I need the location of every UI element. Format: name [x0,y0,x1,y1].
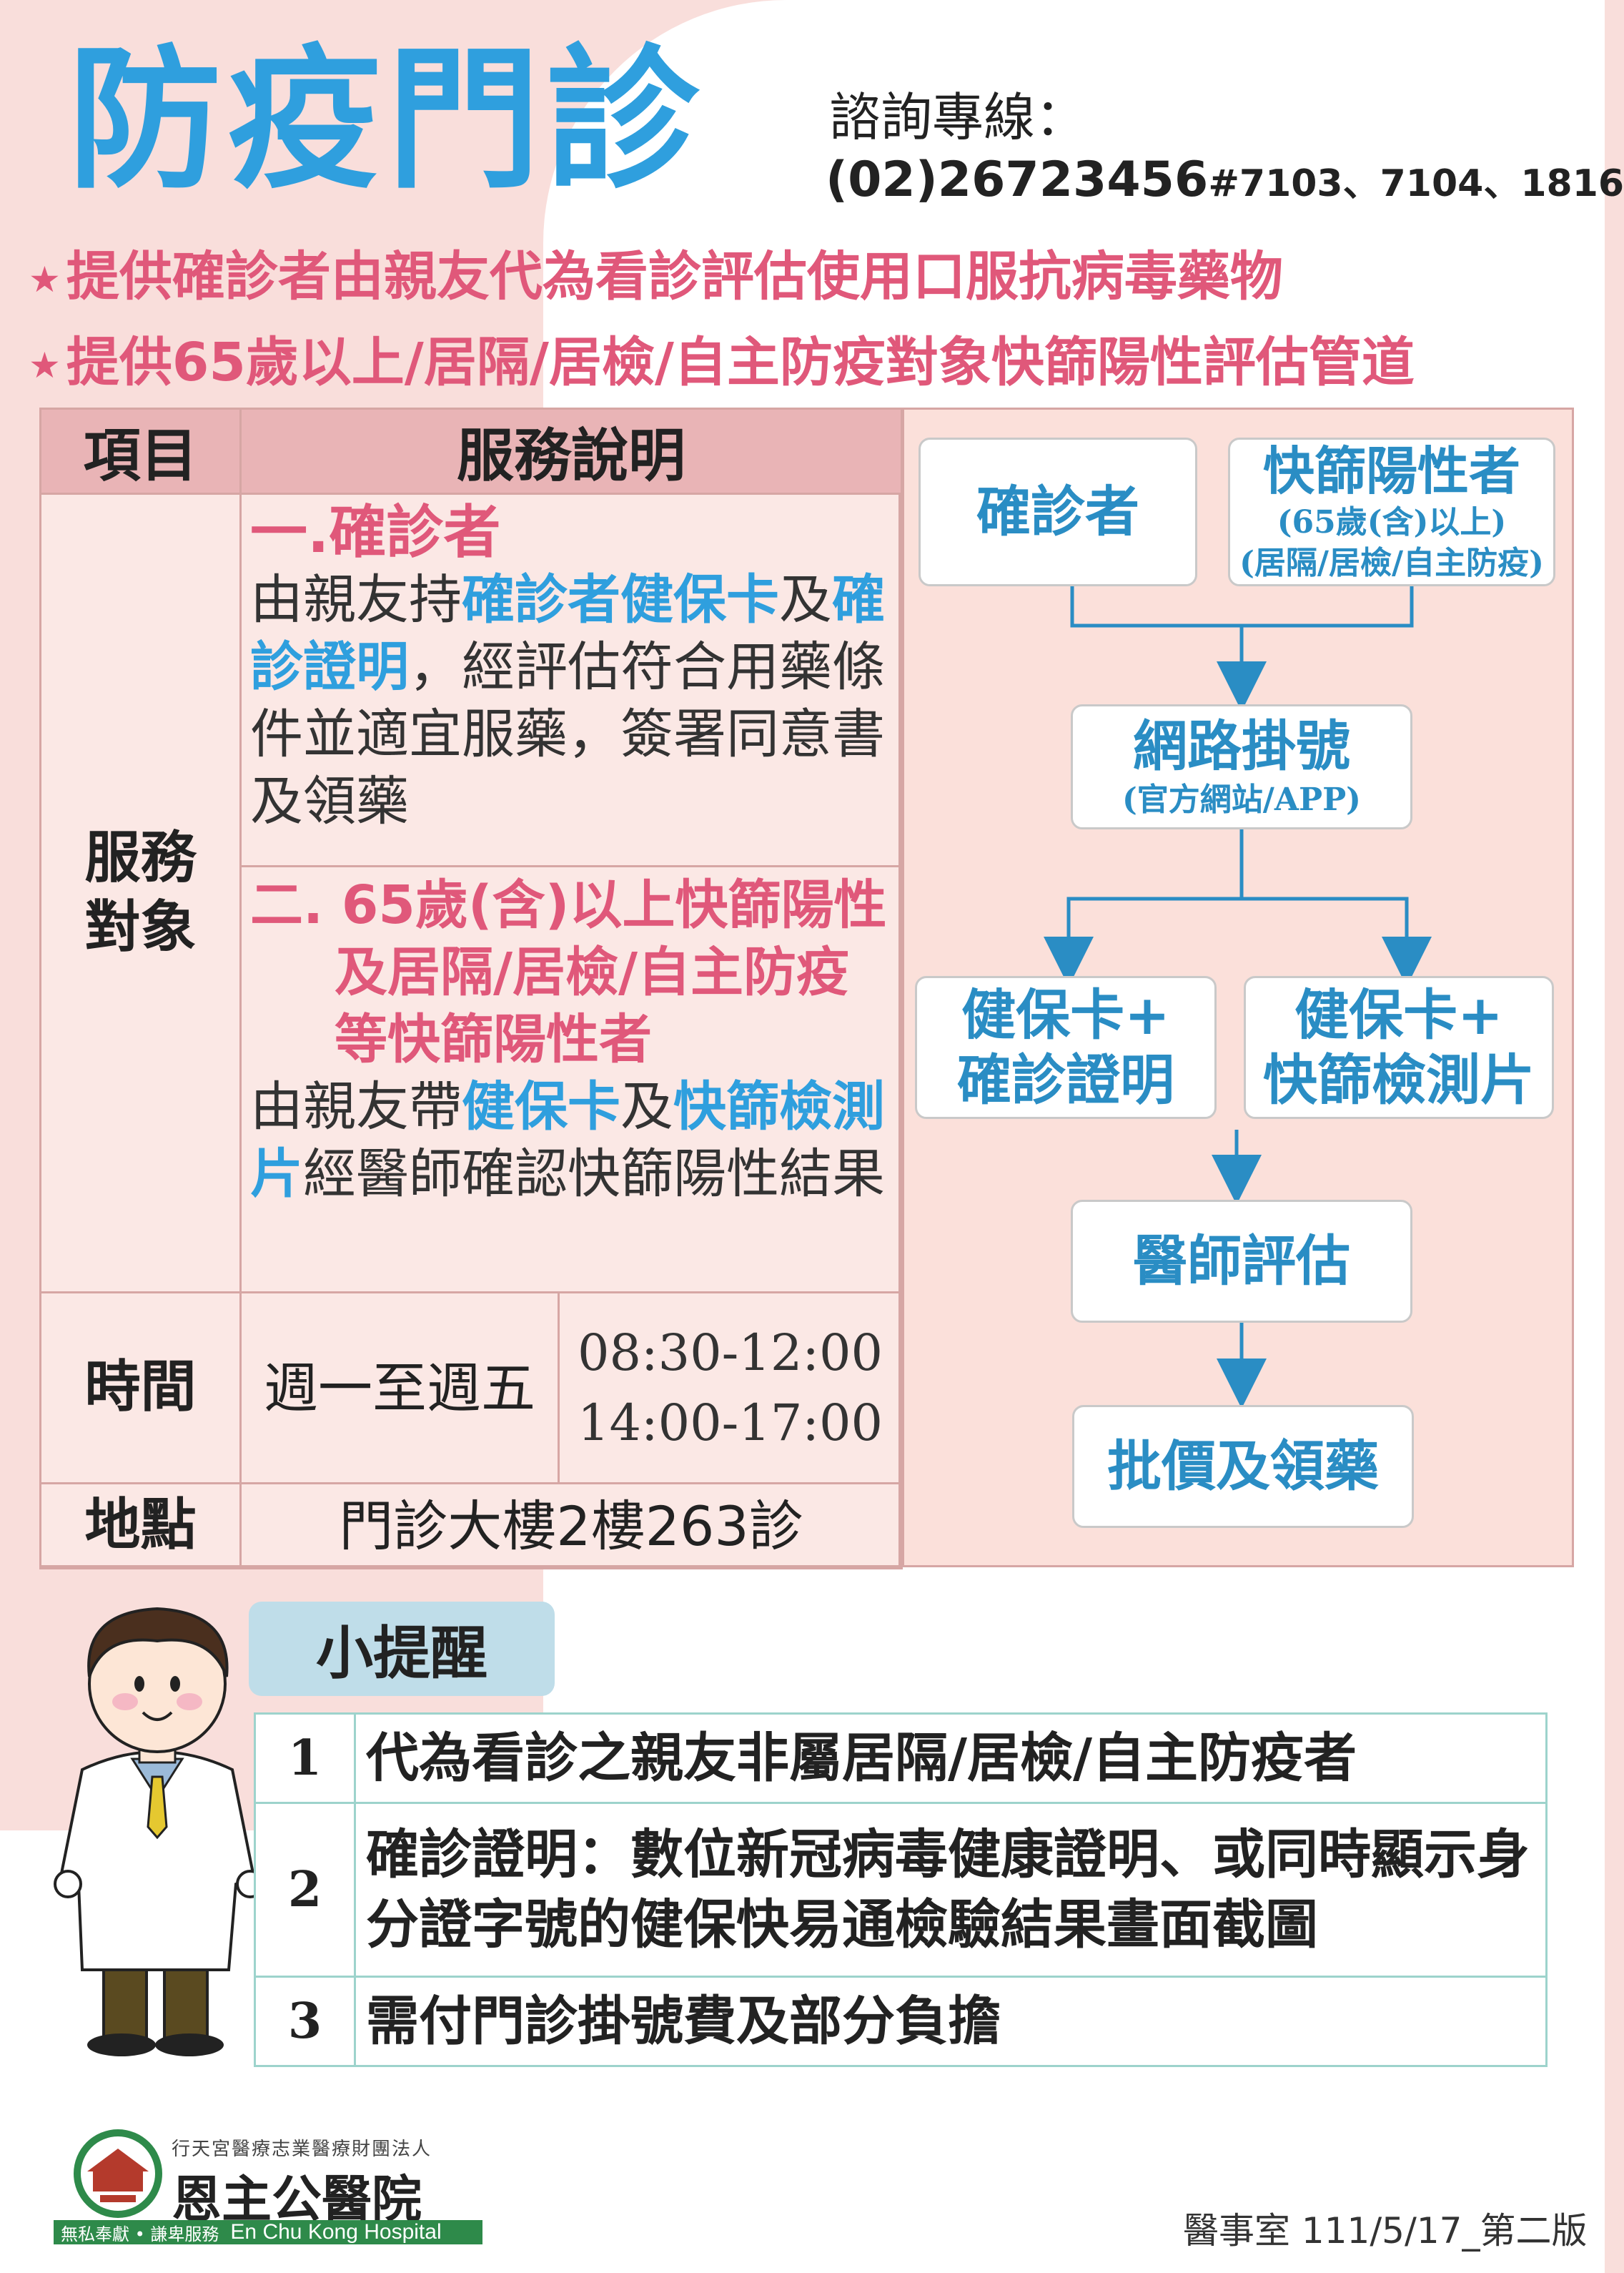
flow-pharmacy-label: 批價及領藥 [1107,1434,1379,1499]
reminder-table: 1 代為看診之親友非屬居隔/居檢/自主防疫者 2 確診證明：數位新冠病毒健康證明… [254,1712,1548,2067]
flow-card-test-1: 健保卡+ [1294,982,1503,1047]
flow-box-card-test: 健保卡+ 快篩檢測片 [1244,976,1554,1119]
s2-text-a: 由親友帶 [250,1076,462,1138]
flow-doctor-label: 醫師評估 [1133,1229,1350,1293]
s1-text-a: 由親友持 [250,569,462,631]
s2-text-c: 經醫師確認快篩陽性結果 [303,1143,885,1205]
reminder-num-2: 2 [256,1804,356,1976]
hospital-org: 行天宮醫療志業醫療財團法人 [172,2139,432,2160]
arrow-to-card-test [1242,897,1432,987]
section1-body: 由親友持確診者健保卡及確診證明，經評估符合用藥條件並適宜服藥，簽署同意書及領藥 [250,566,901,835]
header-desc: 服務說明 [457,423,685,489]
s2-text-b: 及 [620,1076,673,1138]
section2-cell: 二. 65歲(含)以上快篩陽性 及居隔/居檢/自主防疫 等快篩陽性者 由親友帶健… [239,865,903,1293]
flow-register-label: 網路掛號 [1133,714,1350,779]
s2-highlight-test: 快篩檢測片 [250,1076,885,1205]
place-value: 門診大樓2樓263診 [339,1494,803,1558]
banner-text-1: 提供確診者由親友代為看診評估使用口服抗病毒藥物 [66,246,1283,307]
s1-text-c: ，經評估符合用藥條件並適宜服藥，簽署同意書及領藥 [250,636,885,832]
star-icon: ★ [29,345,61,387]
flow-box-card-cert: 健保卡+ 確診證明 [915,976,1217,1119]
banner-line-2: ★提供65歲以上/居隔/居檢/自主防疫對象快篩陽性評估管道 [29,336,1415,389]
place-label: 地點 [84,1493,197,1558]
page-title: 防疫門診 [68,30,705,209]
hospital-name: 恩主公醫院 [172,2169,422,2229]
s1-highlight-card: 確診者健保卡 [462,569,779,631]
footer-version-note: 醫事室 111/5/17_第二版 [1183,2210,1588,2252]
reminder-row-1: 1 代為看診之親友非屬居隔/居檢/自主防疫者 [256,1715,1545,1804]
flow-box-register: 網路掛號 (官方網站/APP) [1071,704,1412,829]
place-cell: 門診大樓2樓263診 [239,1482,903,1569]
flow-rapid-sub2: (居隔/居檢/自主防疫) [1239,545,1544,582]
hospital-slogan: 無私奉獻 • 謙卑服務 [61,2224,219,2244]
flow-rapid-sub1: (65歲(含)以上) [1277,504,1507,541]
section2-body: 由親友帶健保卡及快篩檢測片經醫師確認快篩陽性結果 [250,1073,901,1208]
hospital-logo-icon [74,2129,162,2218]
reminder-text-3: 需付門診掛號費及部分負擔 [366,1991,1001,2052]
flow-box-rapid-positive: 快篩陽性者 (65歲(含)以上) (居隔/居檢/自主防疫) [1228,438,1555,586]
banner-line-1: ★提供確診者由親友代為看診評估使用口服抗病毒藥物 [29,250,1283,303]
section2-content: 二. 65歲(含)以上快篩陽性 及居隔/居檢/自主防疫 等快篩陽性者 由親友帶健… [242,867,901,1208]
section2-title-2: 及居隔/居檢/自主防疫 [335,942,850,1003]
flow-box-doctor: 醫師評估 [1071,1200,1412,1323]
section1-content: 一.確診者 由親友持確診者健保卡及確診證明，經評估符合用藥條件並適宜服藥，簽署同… [242,495,901,835]
time-slot-morning: 08:30-12:00 [577,1323,883,1382]
flow-register-sub: (官方網站/APP) [1122,781,1362,818]
s1-highlight-cert: 確診證明 [250,569,885,698]
header-desc-cell: 服務說明 [239,408,903,495]
flow-box-pharmacy: 批價及領藥 [1072,1405,1414,1528]
header-item: 項目 [83,423,198,489]
hotline-label: 諮詢專線： [829,87,1087,147]
section2-title-3: 等快篩陽性者 [335,1009,652,1070]
service-table: 項目 服務說明 服務 對象 一.確診者 由親友持確診者健保卡及確診證明，經評估符… [39,408,903,1569]
flow-rapid-label: 快篩陽性者 [1262,440,1520,501]
arrow-to-card-cert [1044,829,1244,987]
time-days: 週一至週五 [264,1356,535,1420]
hotline-number: (02)26723456#7103、7104、1816 [826,156,1624,204]
flow-confirmed-label: 確診者 [976,480,1139,544]
place-label-cell: 地點 [39,1482,242,1569]
target-label: 服務 對象 [84,825,197,960]
s1-text-b: 及 [779,569,832,631]
time-slots: 08:30-12:00 14:00-17:00 [560,1293,901,1482]
flow-card-test-2: 快篩檢測片 [1263,1048,1535,1112]
flow-box-confirmed: 確診者 [919,438,1197,586]
reminder-row-2: 2 確診證明：數位新冠病毒健康證明、或同時顯示身分證字號的健保快易通檢驗結果畫面… [256,1804,1545,1978]
banner-text-2: 提供65歲以上/居隔/居檢/自主防疫對象快篩陽性評估管道 [66,332,1415,393]
flow-card-cert-2: 確診證明 [957,1048,1174,1112]
section2-title-1: 二. 65歲(含)以上快篩陽性 [250,874,887,936]
star-icon: ★ [29,259,61,301]
reminder-tab: 小提醒 [249,1602,555,1696]
hotline-main-number: (02)26723456 [826,152,1209,208]
reminder-num-1: 1 [256,1715,356,1802]
reminder-num-3: 3 [256,1978,356,2065]
time-label: 時間 [84,1355,197,1420]
reminder-text-2: 確診證明：數位新冠病毒健康證明、或同時顯示身分證字號的健保快易通檢驗結果畫面截圖 [366,1824,1530,1956]
section1-title: 一.確診者 [250,499,501,566]
hotline-extensions: #7103、7104、1816 [1208,162,1624,205]
s2-highlight-card: 健保卡 [462,1076,620,1138]
reminder-text-1: 代為看診之親友非屬居隔/居檢/自主防疫者 [366,1727,1357,1789]
section1-cell: 一.確診者 由親友持確診者健保卡及確診證明，經評估符合用藥條件並適宜服藥，簽署同… [239,493,903,867]
merge-connector [1070,586,1414,628]
reminder-row-3: 3 需付門診掛號費及部分負擔 [256,1978,1545,2065]
flow-card-cert-1: 健保卡+ [961,982,1170,1047]
hospital-english-bar: 無私奉獻 • 謙卑服務 En Chu Kong Hospital [54,2220,482,2244]
time-slot-afternoon: 14:00-17:00 [577,1394,883,1452]
time-days-cell: 週一至週五 [239,1291,560,1484]
doctor-illustration [54,1607,264,2056]
hospital-english-name: En Chu Kong Hospital [230,2220,442,2244]
